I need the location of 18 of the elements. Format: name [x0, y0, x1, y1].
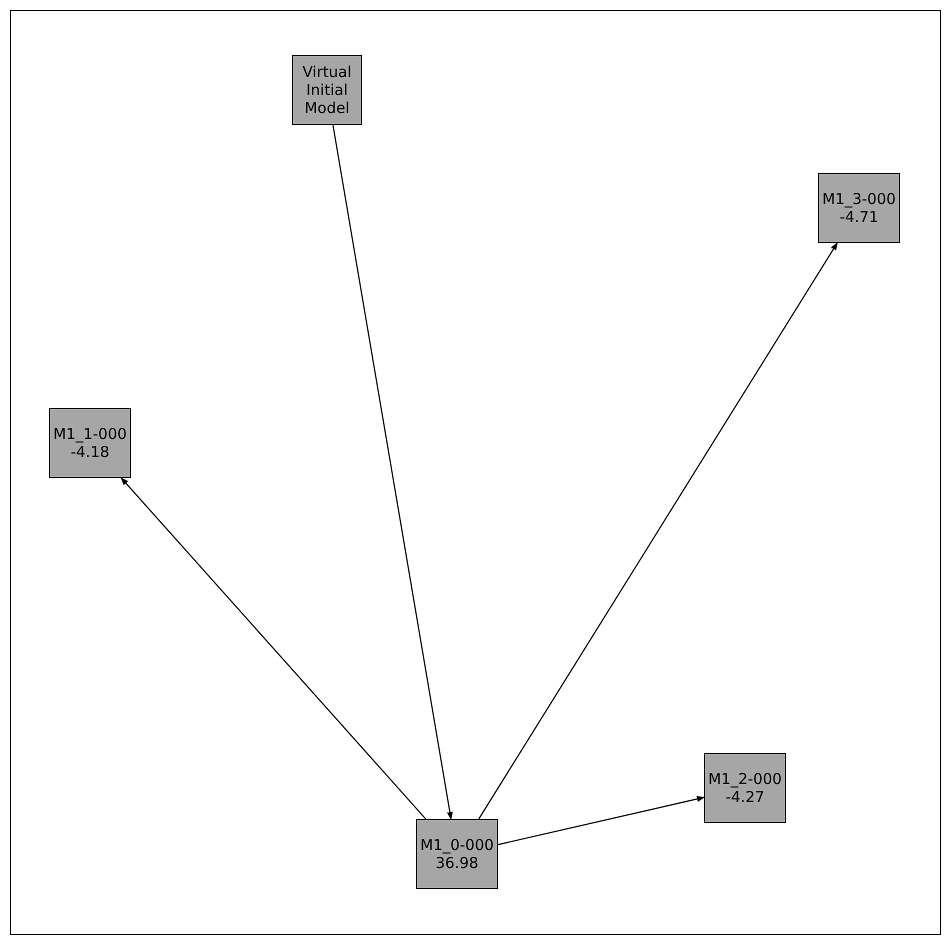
- model-box: [49, 408, 131, 478]
- model-score: 36.98: [436, 854, 478, 872]
- model-name: M1_1-000: [53, 425, 127, 443]
- model-score: -4.71: [840, 208, 878, 226]
- model-name: M1_3-000: [822, 190, 896, 208]
- model-name: Virtual Initial Model: [301, 63, 352, 117]
- model-box: [818, 173, 900, 243]
- model-score: -4.18: [70, 443, 110, 461]
- arrow: [498, 796, 705, 846]
- arrow: [478, 242, 838, 820]
- model-score: -4.27: [726, 788, 764, 806]
- arrow: [332, 124, 453, 820]
- model-box: [292, 55, 362, 125]
- model-box: [416, 819, 498, 889]
- model-name: M1_2-000: [708, 770, 782, 788]
- model-box: [704, 753, 786, 823]
- model-name: M1_0-000: [420, 836, 494, 854]
- arrow: [120, 477, 426, 820]
